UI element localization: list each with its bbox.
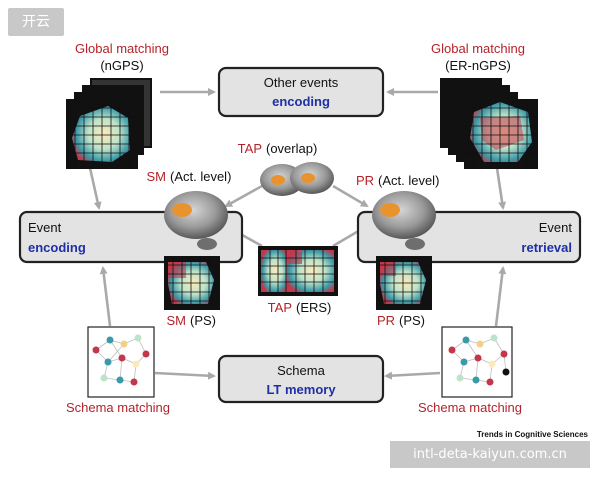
box-other-events: Other events encoding [217, 66, 385, 118]
watermark-bottom-right: intl-deta-kaiyun.com.cn [390, 441, 590, 468]
box-subtitle: encoding [28, 240, 86, 255]
box-title: Other events [264, 75, 339, 90]
box-title: Event [28, 220, 62, 235]
label-pr-ps-acronym: PR [377, 313, 395, 328]
brain-sm [164, 191, 228, 250]
schema-network-right [441, 326, 513, 398]
label-pr-ps-text: (PS) [399, 313, 425, 328]
box-schema: Schema LT memory [217, 354, 385, 404]
arrow-tap-to-sm [224, 184, 263, 208]
label-pr-act-text: (Act. level) [378, 173, 439, 188]
matrix-sm-ps [164, 256, 220, 310]
label-tap-overlap-acronym: TAP [238, 141, 262, 156]
matrix-stack-right [440, 78, 538, 169]
label-global-matching-left: Global matching [75, 41, 169, 56]
arrow-schema-left [154, 371, 216, 380]
credit-text: Trends in Cognitive Sciences [477, 430, 589, 439]
arrow-right-up [494, 266, 507, 327]
arrow-left-up [99, 266, 112, 327]
schema-network-left [87, 326, 155, 398]
arrow-schema-right [384, 371, 441, 380]
heatmap-blob-left [72, 106, 130, 162]
label-sm-act-acronym: SM [147, 169, 167, 184]
box-subtitle: encoding [272, 94, 330, 109]
label-sm-act-text: (Act. level) [170, 169, 231, 184]
label-global-matching-right: Global matching [431, 41, 525, 56]
arrow-tap-to-pr [332, 184, 369, 208]
arrows [88, 88, 507, 380]
label-tap-overlap-text: (overlap) [266, 141, 317, 156]
label-schema-matching-left: Schema matching [66, 400, 170, 415]
box-subtitle: retrieval [521, 240, 572, 255]
matrix-pr-ps [376, 256, 432, 310]
box-title: Schema [277, 363, 325, 378]
label-er-ngps: (ER-nGPS) [445, 58, 511, 73]
box-subtitle: LT memory [266, 382, 336, 397]
label-ngps: (nGPS) [100, 58, 143, 73]
watermark-top-left: 开云 [8, 8, 64, 36]
arrow-left-down [88, 167, 102, 210]
label-pr-act-acronym: PR [356, 173, 374, 188]
brain-pr [372, 191, 436, 250]
label-schema-matching-right: Schema matching [418, 400, 522, 415]
label-tap-ers-text: (ERS) [296, 300, 331, 315]
brain-tap-overlap [260, 162, 334, 196]
matrix-tap-ers [258, 246, 338, 296]
label-tap-ers-acronym: TAP [268, 300, 292, 315]
label-sm-ps-acronym: SM [167, 313, 187, 328]
matrix-stack-left [66, 78, 152, 169]
label-sm-ps-text: (PS) [190, 313, 216, 328]
arrow-right-down [495, 167, 507, 210]
box-title: Event [539, 220, 573, 235]
